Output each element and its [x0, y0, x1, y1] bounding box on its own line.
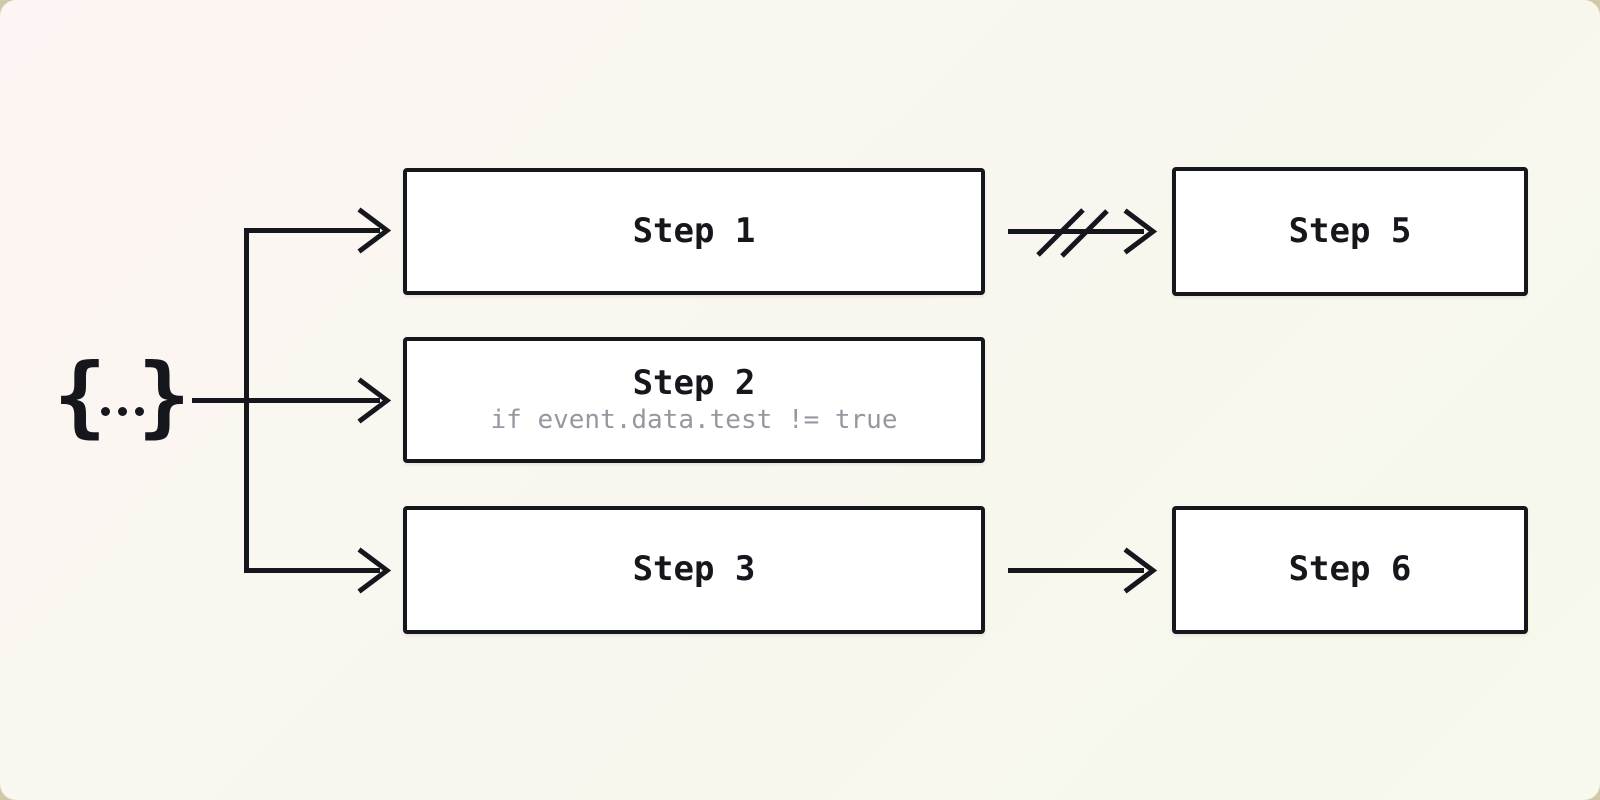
node-label: Step 6	[1288, 549, 1412, 590]
cancel-slash-2	[1060, 209, 1109, 258]
ellipsis-dot	[134, 406, 144, 416]
event-brace-right: }	[137, 344, 191, 447]
node-step-2[interactable]: Step 2 if event.data.test != true	[403, 337, 985, 463]
event-ellipsis	[97, 406, 148, 416]
node-label: Step 5	[1288, 210, 1412, 251]
event-brace-left: {	[53, 344, 107, 447]
arrowhead-step3	[357, 547, 392, 594]
node-step-1[interactable]: Step 1	[403, 168, 985, 295]
node-label: Step 2	[632, 363, 756, 403]
event-source-node[interactable]: { }	[54, 348, 191, 444]
node-step-6[interactable]: Step 6	[1172, 506, 1528, 634]
node-condition: if event.data.test != true	[490, 405, 898, 436]
arrowhead-step5	[1123, 208, 1158, 255]
arrowhead-step2	[357, 377, 392, 424]
arrowhead-step1	[357, 207, 392, 254]
cancel-slash-1	[1036, 208, 1085, 257]
ellipsis-dot	[117, 406, 127, 416]
node-label: Step 3	[632, 549, 756, 590]
node-step-5[interactable]: Step 5	[1172, 167, 1528, 296]
edge-branch-trunk	[244, 228, 380, 573]
ellipsis-dot	[100, 406, 110, 416]
arrowhead-step6	[1123, 547, 1158, 594]
node-label: Step 1	[632, 210, 756, 251]
node-step-3[interactable]: Step 3	[403, 506, 985, 634]
